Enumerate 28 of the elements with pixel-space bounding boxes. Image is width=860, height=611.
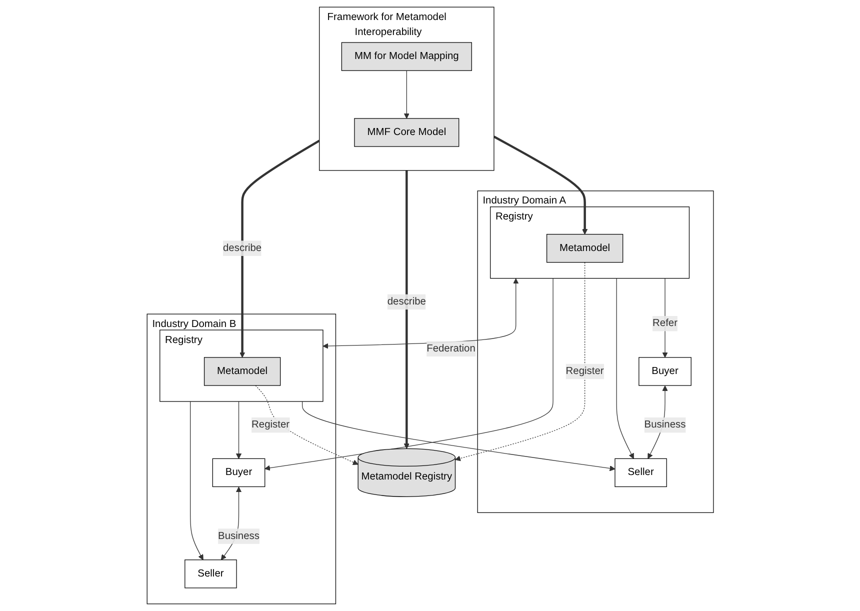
edge-label: Refer (652, 318, 678, 329)
edge-label: describe (387, 296, 426, 308)
node-box: Seller (614, 458, 667, 488)
arrow (264, 278, 554, 471)
node-box: Metamodel (204, 357, 280, 386)
node-box: MMF Core Model (354, 118, 459, 147)
node-box: MM for Model Mapping (341, 42, 472, 71)
node-box: Buyer (212, 458, 265, 488)
arrow (302, 401, 615, 472)
edge-label: Register (566, 366, 604, 377)
edge-label: Business (644, 419, 686, 430)
node-box: Buyer (638, 357, 692, 386)
arrow (404, 70, 410, 119)
edge-label: Business (218, 530, 260, 542)
arrow (322, 278, 518, 349)
arrow (616, 278, 634, 459)
arrow (236, 401, 242, 459)
arrow (493, 136, 588, 235)
arrow (190, 401, 204, 560)
arrow (254, 385, 358, 465)
arrow (239, 140, 320, 358)
node-box: Seller (184, 560, 237, 588)
arrow (454, 262, 585, 462)
edge-label: describe (222, 242, 262, 254)
edge-label: Federation (426, 343, 476, 354)
node-box: Metamodel (546, 234, 623, 263)
edge-label: Register (251, 419, 290, 430)
arrow (404, 170, 410, 449)
